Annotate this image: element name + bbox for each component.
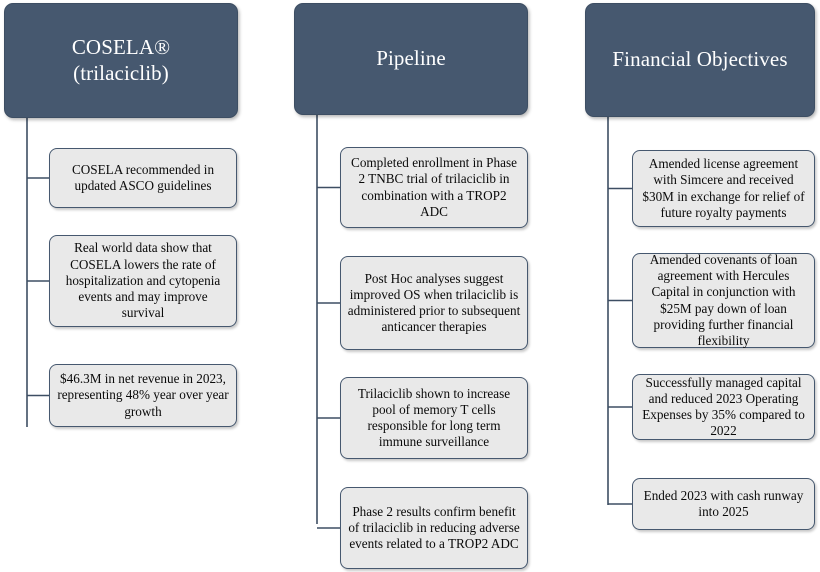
leaf-box-label: Amended covenants of loan agreement with… bbox=[649, 251, 798, 348]
leaf-box-pipeline-3: Phase 2 results confirm benefit of trila… bbox=[340, 487, 528, 569]
leaf-box-label: Completed enrollment in Phase 2 TNBC tri… bbox=[351, 155, 517, 219]
leaf-box-label: Trilaciclib shown to increase pool of me… bbox=[357, 385, 511, 450]
leaf-box-label: Amended license agreement with Simcere a… bbox=[642, 156, 805, 220]
leaf-box-cosela-0: COSELA recommended in updated ASCO guide… bbox=[49, 148, 237, 208]
leaf-box-cosela-1: Real world data show that COSELA lowers … bbox=[49, 235, 237, 327]
leaf-box-label: Phase 2 results confirm benefit of trila… bbox=[348, 503, 520, 552]
leaf-box-label: Post Hoc analyses suggest improved OS wh… bbox=[347, 270, 521, 335]
header-box-pipeline: Pipeline bbox=[294, 3, 528, 115]
leaf-box-pipeline-2: Trilaciclib shown to increase pool of me… bbox=[340, 377, 528, 459]
leaf-box-cosela-2: $46.3M in net revenue in 2023, represent… bbox=[49, 364, 237, 427]
header-box-label: Financial Objectives bbox=[612, 47, 788, 72]
leaf-box-financial-1: Amended covenants of loan agreement with… bbox=[632, 251, 815, 348]
leaf-box-label: Successfully managed capital and reduced… bbox=[642, 374, 805, 439]
leaf-box-pipeline-0: Completed enrollment in Phase 2 TNBC tri… bbox=[340, 147, 528, 228]
leaf-box-label: $46.3M in net revenue in 2023, represent… bbox=[57, 371, 229, 419]
leaf-box-financial-2: Successfully managed capital and reduced… bbox=[632, 374, 815, 440]
leaf-box-label: Ended 2023 with cash runway into 2025 bbox=[643, 487, 804, 519]
header-box-label: Pipeline bbox=[376, 46, 446, 71]
header-box-cosela: COSELA® (trilaciclib) bbox=[4, 3, 238, 118]
leaf-box-financial-3: Ended 2023 with cash runway into 2025 bbox=[632, 478, 815, 530]
leaf-box-label: COSELA recommended in updated ASCO guide… bbox=[71, 161, 215, 193]
leaf-box-label: Real world data show that COSELA lowers … bbox=[65, 240, 221, 321]
header-box-financial: Financial Objectives bbox=[585, 3, 815, 117]
leaf-box-pipeline-1: Post Hoc analyses suggest improved OS wh… bbox=[340, 256, 528, 350]
header-box-label: COSELA® (trilaciclib) bbox=[71, 34, 171, 85]
leaf-box-financial-0: Amended license agreement with Simcere a… bbox=[632, 150, 815, 227]
